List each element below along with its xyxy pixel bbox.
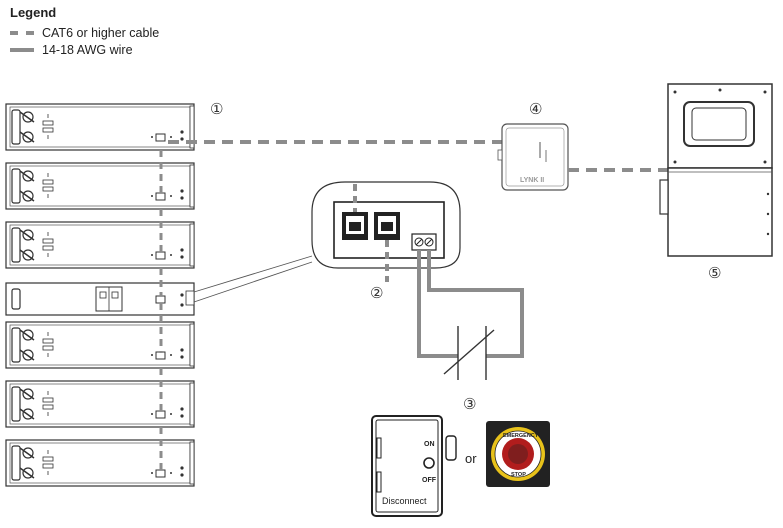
emergency-stop-button: EMERGENCY STOP [486, 421, 550, 487]
callout-1: ① [210, 100, 224, 118]
legend-title: Legend [10, 5, 57, 20]
battery-module-4 [5, 282, 195, 316]
callout-3: ③ [463, 395, 477, 413]
callout-5: ⑤ [708, 264, 722, 282]
or-label: or [465, 451, 477, 466]
disconnect-off-label: OFF [422, 477, 437, 484]
legend-label-awg: 14-18 AWG wire [42, 43, 133, 57]
detail-callout [193, 181, 461, 303]
battery-module-2 [5, 162, 195, 210]
battery-stack [5, 103, 195, 487]
dashed-line-swatch-icon [10, 31, 34, 35]
battery-module-1 [5, 103, 195, 151]
battery-module-5 [5, 321, 195, 369]
estop-bottom-text: STOP [511, 472, 526, 478]
inverter-unit [659, 83, 773, 257]
disconnect-on-label: ON [424, 441, 435, 448]
disconnect-name-label: Disconnect [382, 496, 427, 506]
legend-item-awg: 14-18 AWG wire [10, 43, 133, 57]
awg-wire-to-disconnect [417, 250, 524, 358]
estop-top-text: EMERGENCY [503, 433, 539, 439]
callout-2: ② [370, 284, 384, 302]
disconnect-switch: ON OFF Disconnect [371, 415, 457, 517]
battery-module-6 [5, 380, 195, 428]
lynk-hub: LYNK II [497, 123, 569, 191]
battery-module-3 [5, 221, 195, 269]
legend-item-cat6: CAT6 or higher cable [10, 26, 159, 40]
battery-module-7 [5, 439, 195, 487]
solid-line-swatch-icon [10, 48, 34, 52]
callout-4: ④ [529, 100, 543, 118]
legend-label-cat6: CAT6 or higher cable [42, 26, 160, 40]
lynk-label: LYNK II [520, 177, 544, 184]
switch-symbol [443, 326, 495, 380]
